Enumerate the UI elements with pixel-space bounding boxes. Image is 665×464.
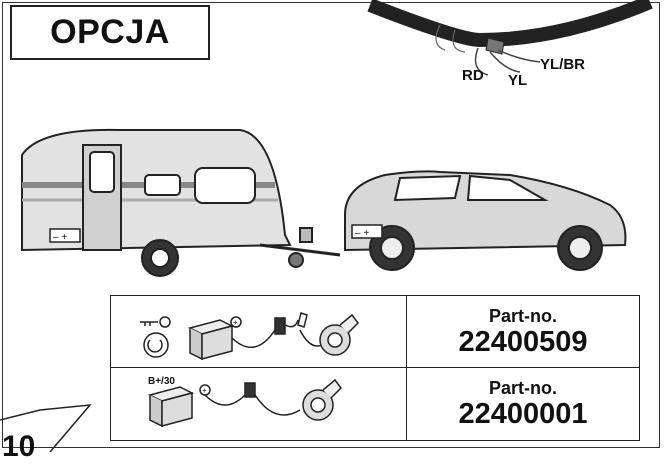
car: – +: [345, 171, 625, 270]
option-label-box: OPCJA: [10, 5, 210, 60]
wiring-diagram-cell: [111, 368, 407, 440]
wire-ylbr: [498, 50, 540, 62]
parts-table: Part-no. 22400509 Part-no. 22400001: [110, 295, 640, 441]
part-label: Part-no.: [407, 378, 639, 399]
part-number-cell: Part-no. 22400509: [407, 296, 639, 367]
part-label: Part-no.: [407, 306, 639, 327]
svg-text:– +: – +: [355, 228, 369, 239]
wire-yl: [490, 52, 520, 72]
cable-bundle: [370, 2, 650, 40]
parts-row: Part-no. 22400001: [111, 368, 639, 440]
wire-label-rd: RD: [462, 67, 484, 84]
svg-text:– +: – +: [53, 232, 67, 243]
part-number-cell: Part-no. 22400001: [407, 368, 639, 440]
parts-row: Part-no. 22400509: [111, 296, 639, 368]
part-number: 22400509: [407, 327, 639, 357]
caravan: – +: [22, 130, 340, 276]
wire-label-yl: YL: [508, 72, 527, 89]
page-number: 10: [2, 430, 35, 464]
wire-label-ylbr: YL/BR: [540, 56, 585, 73]
option-label: OPCJA: [50, 13, 170, 52]
wiring-diagram-cell: [111, 296, 407, 367]
part-number: 22400001: [407, 399, 639, 429]
